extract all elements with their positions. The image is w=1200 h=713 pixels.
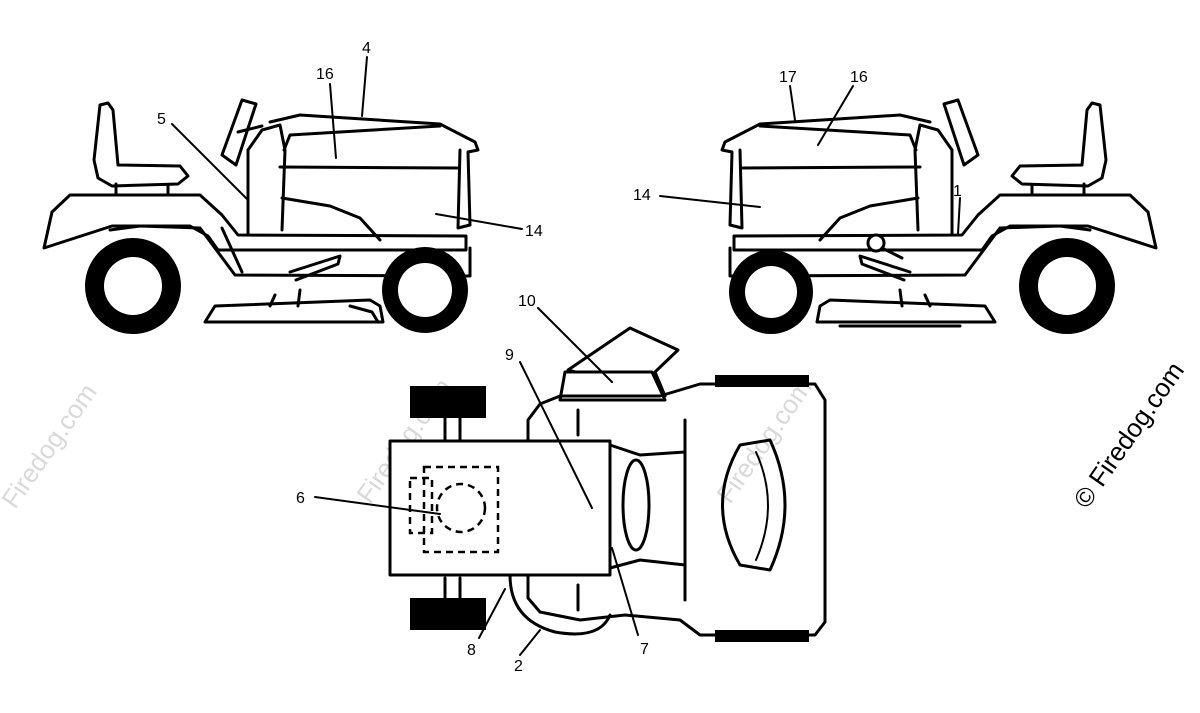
tractor-left-view bbox=[42, 98, 480, 334]
leader-lines bbox=[171, 56, 961, 656]
callout-label: 6 bbox=[296, 490, 305, 507]
callout-label: 14 bbox=[525, 223, 543, 240]
callout-label: 5 bbox=[157, 111, 166, 128]
callout-label: 17 bbox=[779, 69, 797, 86]
callout-label: 1 bbox=[953, 183, 962, 200]
callout-label: 7 bbox=[640, 641, 649, 658]
callout-label: 2 bbox=[514, 658, 523, 675]
callout-label: 14 bbox=[633, 187, 651, 204]
callout-label: 9 bbox=[505, 347, 514, 364]
callout-label: 16 bbox=[316, 66, 334, 83]
callout-label: 4 bbox=[362, 40, 371, 57]
callout-label: 16 bbox=[850, 69, 868, 86]
callout-label: 8 bbox=[467, 642, 476, 659]
callout-labels: 4 16 5 14 17 16 14 1 10 9 6 8 2 7 bbox=[157, 40, 962, 675]
watermark-text: Firedog.com bbox=[0, 378, 103, 514]
copyright-text: © Firedog.com bbox=[1067, 356, 1190, 513]
tractor-right-view bbox=[720, 98, 1158, 334]
callout-label: 10 bbox=[518, 293, 536, 310]
tractor-top-view bbox=[388, 326, 827, 642]
